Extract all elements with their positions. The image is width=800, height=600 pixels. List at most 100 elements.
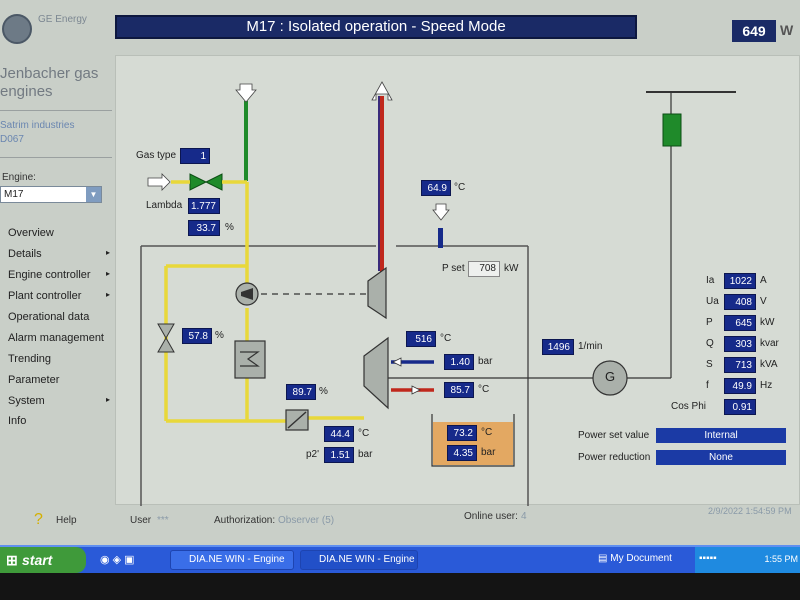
sidebar-item-trending[interactable]: Trending bbox=[8, 353, 112, 365]
chevron-right-icon: ▸ bbox=[105, 248, 110, 257]
elec-p-unit: kW bbox=[760, 317, 775, 328]
sidebar-item-label: Operational data bbox=[8, 311, 90, 323]
taskbar-item-dianewin-1[interactable]: DIA.NE WIN - Engine ... bbox=[170, 550, 294, 583]
elec-ia-label: Ia bbox=[706, 275, 715, 286]
sidebar-item-overview[interactable]: Overview bbox=[8, 227, 112, 239]
chevron-down-icon[interactable]: ▼ bbox=[86, 187, 101, 202]
footer: ? Help User *** Authorization: Observer … bbox=[0, 505, 800, 545]
elec-q-unit: kvar bbox=[760, 338, 779, 349]
boost-arrow-icon bbox=[392, 357, 402, 367]
sidebar-item-details[interactable]: Details ▸ bbox=[8, 248, 112, 260]
user-value: *** bbox=[157, 515, 169, 526]
elec-q-label: Q bbox=[706, 338, 714, 349]
elec-ia-unit: A bbox=[760, 275, 767, 286]
exhaust-out-temp-value: 85.7 bbox=[444, 382, 474, 398]
start-label: start bbox=[22, 552, 53, 568]
screen: GE Energy M17 : Isolated operation - Spe… bbox=[0, 0, 800, 545]
vent-arrow-icon bbox=[235, 83, 257, 103]
sidebar-item-engine-controller[interactable]: Engine controller▸ bbox=[8, 269, 112, 281]
exhaust-out-temp-unit: °C bbox=[478, 384, 490, 395]
chevron-right-icon: ▸ bbox=[105, 395, 110, 404]
engine-label: Engine: bbox=[2, 172, 36, 183]
sidebar-item-label: Plant controller bbox=[8, 290, 82, 302]
exhaust-out-arrow-icon bbox=[371, 81, 393, 101]
tray-icons[interactable]: ▪▪▪▪▪ bbox=[699, 553, 717, 564]
generator-label: G bbox=[604, 369, 616, 384]
start-button[interactable]: ⊞ start bbox=[0, 547, 86, 573]
bypass-valve-icon bbox=[157, 336, 175, 353]
chevron-right-icon: ▸ bbox=[105, 290, 110, 299]
elec-p-value: 645 bbox=[724, 315, 756, 331]
company-name: Satrim industries bbox=[0, 120, 75, 131]
authorization-label: Authorization: bbox=[214, 515, 276, 526]
logo-text: GE Energy bbox=[38, 14, 87, 25]
oil-pressure-unit: bar bbox=[481, 447, 496, 458]
turbo-temp-value: 516 bbox=[406, 331, 436, 347]
bypass-valve-icon bbox=[157, 323, 175, 340]
sidebar-item-label: Info bbox=[8, 415, 27, 427]
power-reduction-label: Power reduction bbox=[578, 452, 651, 463]
page-number: 649 bbox=[732, 20, 776, 42]
sidebar-item-operational-data[interactable]: Operational data bbox=[8, 311, 112, 323]
power-set-value: Internal bbox=[656, 428, 786, 443]
datetime: 2/9/2022 1:54:59 PM bbox=[708, 506, 792, 516]
folder-icon: ▤ bbox=[598, 553, 608, 564]
elec-ua-label: Ua bbox=[706, 296, 719, 307]
oil-temp-value: 73.2 bbox=[447, 425, 477, 441]
sidebar-item-parameter[interactable]: Parameter bbox=[8, 374, 112, 386]
plant-diagram bbox=[140, 81, 736, 506]
quick-launch-icons[interactable]: ◉ ◈ ▣ bbox=[100, 554, 135, 566]
gas-vent-pipe bbox=[244, 101, 248, 181]
company-info: Satrim industries D067 bbox=[0, 119, 74, 147]
sidebar-item-info[interactable]: Info bbox=[8, 415, 112, 427]
help-link[interactable]: Help bbox=[56, 515, 77, 526]
lambda-label: Lambda bbox=[146, 200, 183, 211]
gas-mixer-icon bbox=[241, 288, 253, 300]
sidebar-item-label: Overview bbox=[8, 227, 54, 239]
sidebar-item-label: System bbox=[8, 395, 45, 407]
boost-pressure-unit: bar bbox=[478, 356, 493, 367]
user-label: User bbox=[130, 515, 152, 526]
main-panel: Gas type 1 Lambda 1.777 33.7 % 57.8 % 89… bbox=[115, 55, 800, 506]
p2-value: 1.51 bbox=[324, 447, 354, 463]
elec-ia-value: 1022 bbox=[724, 273, 756, 289]
monitor-bezel bbox=[0, 573, 800, 600]
page-suffix: W bbox=[780, 22, 794, 38]
sidebar-item-alarm-management[interactable]: Alarm management bbox=[8, 332, 112, 344]
company-code: D067 bbox=[0, 134, 24, 145]
speed-value: 1496 bbox=[542, 339, 574, 355]
chevron-right-icon: ▸ bbox=[105, 269, 110, 278]
gas-type-value: 1 bbox=[180, 148, 210, 164]
sidebar-item-label: Details bbox=[8, 248, 42, 260]
ge-logo-icon bbox=[2, 14, 32, 44]
taskbar-item-dianewin-2[interactable]: DIA.NE WIN - Engine ... bbox=[300, 550, 418, 583]
power-reduction-value: None bbox=[656, 450, 786, 465]
power-set-value-label: Power set value bbox=[578, 430, 650, 441]
engine-select[interactable]: M17 ▼ bbox=[0, 186, 102, 203]
help-icon[interactable]: ? bbox=[34, 511, 43, 528]
oil-pressure-value: 4.35 bbox=[447, 445, 477, 461]
sidebar: Jenbacher gas engines Satrim industries … bbox=[0, 55, 112, 525]
online-user-value: 4 bbox=[521, 511, 527, 522]
probe-arrow-icon bbox=[432, 203, 450, 221]
p2-unit: bar bbox=[358, 449, 373, 460]
elec-ua-unit: V bbox=[760, 296, 767, 307]
circuit-breaker-icon[interactable] bbox=[662, 113, 682, 147]
exhaust-temp-value: 64.9 bbox=[421, 180, 451, 196]
taskbar: ⊞ start ◉ ◈ ▣ DIA.NE WIN - Engine ... DI… bbox=[0, 545, 800, 583]
p2-temp-value: 44.4 bbox=[324, 426, 354, 442]
elec-s-label: S bbox=[706, 359, 713, 370]
sidebar-divider bbox=[0, 110, 112, 111]
gas-inlet-arrow-icon bbox=[147, 173, 171, 191]
pset-input[interactable]: 708 bbox=[468, 261, 500, 277]
sidebar-item-plant-controller[interactable]: Plant controller ▸ bbox=[8, 290, 112, 302]
sidebar-item-label: Parameter bbox=[8, 374, 60, 386]
pset-unit: kW bbox=[504, 263, 519, 274]
bypass-valve-unit: % bbox=[215, 330, 224, 341]
sidebar-item-label: Alarm management bbox=[8, 332, 104, 344]
sidebar-item-system[interactable]: System ▸ bbox=[8, 395, 112, 407]
elec-f-label: f bbox=[706, 380, 709, 391]
elec-f-value: 49.9 bbox=[724, 378, 756, 394]
my-document-toolbar[interactable]: ▤ My Document bbox=[598, 553, 672, 564]
intercooler-icon bbox=[240, 351, 260, 367]
